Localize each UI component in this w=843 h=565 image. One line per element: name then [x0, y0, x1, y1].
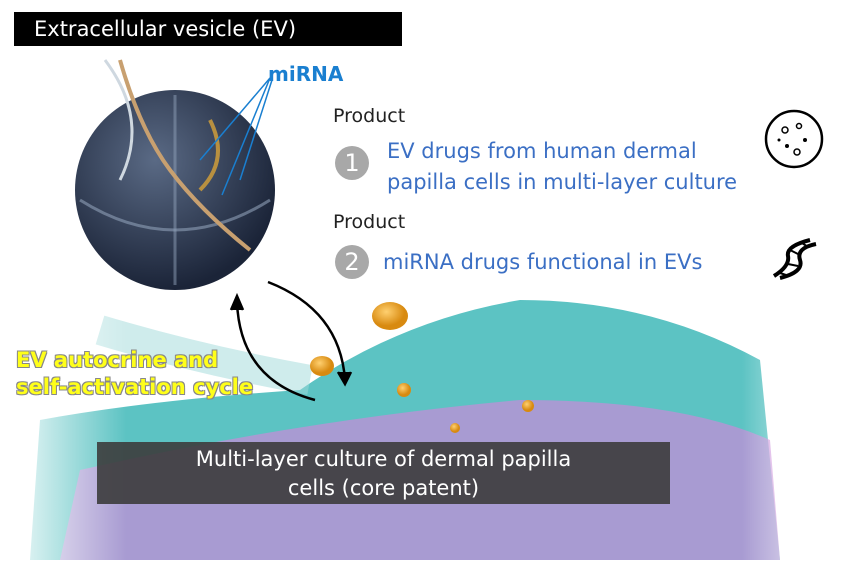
product-2-number: 2: [335, 245, 369, 279]
core-patent-label: Multi-layer culture of dermal papilla ce…: [97, 442, 670, 504]
cycle-arrows: [229, 280, 353, 402]
dna-icon: [772, 238, 817, 280]
product-2-heading: Product: [333, 211, 406, 233]
core-label-line1: Multi-layer culture of dermal papilla: [195, 447, 572, 471]
product-1-number: 1: [335, 146, 369, 180]
product-1-line1: EV drugs from human dermal: [387, 139, 697, 163]
product-2-text: miRNA drugs functional in EVs: [383, 250, 703, 274]
title-label: Extracellular vesicle (EV): [14, 12, 402, 46]
product-1-heading: Product: [333, 105, 406, 127]
vesicle-icon: [764, 109, 824, 169]
vesicle-sphere: [75, 59, 275, 290]
product-1-text: EV drugs from human dermal papilla cells…: [387, 136, 737, 198]
cycle-label: EV autocrine and self-activation cycle: [16, 347, 253, 401]
cycle-label-line2: self-activation cycle: [16, 375, 254, 399]
product-1-line2: papilla cells in multi-layer culture: [387, 170, 738, 194]
mirna-label: miRNA: [268, 62, 344, 86]
core-label-line2: cells (core patent): [287, 476, 480, 500]
mirna-pointer-lines: [199, 77, 273, 196]
cycle-label-line1: EV autocrine and: [16, 348, 219, 372]
ev-particles: [310, 302, 534, 433]
